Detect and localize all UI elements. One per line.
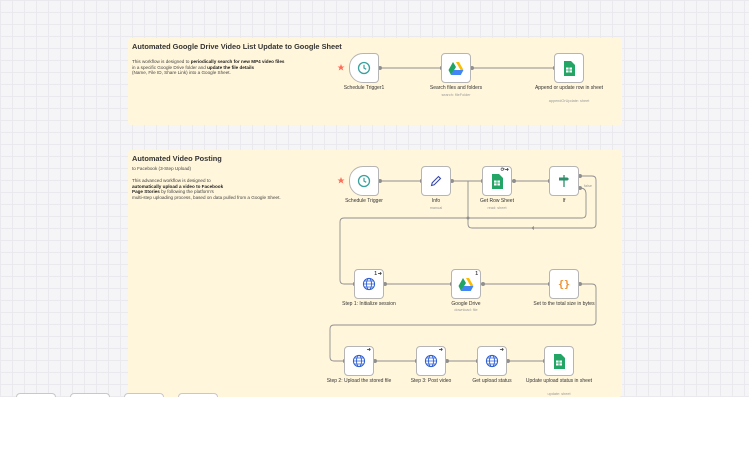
node-schedule-trigger[interactable]	[349, 166, 379, 196]
sticky-text-segment: automatically upload a video to Facebook	[132, 183, 224, 189]
sticky-text-line: This advanced workflow is designed to	[132, 178, 281, 184]
node-info[interactable]	[421, 166, 451, 196]
node-label: Google Drive	[451, 301, 481, 307]
node-append-row[interactable]	[554, 53, 584, 83]
node-label: Schedule Trigger1	[343, 85, 385, 91]
sticky-text-segment: update the file details	[207, 64, 255, 70]
sticky-text-line: (Name, File ID, Share Link) into a Googl…	[132, 70, 284, 76]
node-badge: 1	[374, 271, 377, 277]
globe-icon	[485, 354, 499, 368]
clock-icon	[357, 61, 371, 75]
node-if[interactable]	[549, 166, 579, 196]
arrow-icon: ➜	[438, 347, 443, 353]
node-update-upload-status[interactable]	[544, 346, 574, 376]
zoom-in-button[interactable]	[70, 393, 110, 397]
node-label: If	[562, 198, 566, 204]
globe-icon	[352, 354, 366, 368]
node-google-drive[interactable]: 1	[451, 269, 481, 299]
sticky-note-title: Automated Google Drive Video List Update…	[132, 42, 342, 51]
sticky-text-line: This workflow is designed to periodicall…	[132, 59, 284, 65]
node-get-row-sheet[interactable]: ⟳➜	[482, 166, 512, 196]
pencil-icon	[430, 175, 442, 187]
google-drive-icon	[458, 278, 474, 291]
node-label: Append or update row in sheet	[534, 85, 604, 91]
sticky-text-segment: periodically search for new MP4 video fi…	[190, 59, 285, 64]
arrow-icon: ➜	[377, 271, 382, 277]
node-badge: 1	[475, 271, 478, 277]
workflow-canvas[interactable]: Automated Google Drive Video List Update…	[0, 0, 749, 397]
node-subtitle: download: file	[454, 308, 478, 312]
signpost-icon	[559, 175, 569, 187]
sticky-note-title: Automated Video Posting	[132, 154, 222, 163]
node-subtitle: search: fileFolder	[441, 93, 471, 97]
node-subtitle: read: sheet	[487, 206, 507, 210]
google-sheets-icon	[564, 60, 575, 76]
node-label: Get Row Sheet	[480, 198, 514, 204]
sticky-text-segment: by following the platform's	[159, 189, 214, 195]
sticky-text-line: multi-step uploading process, based on d…	[132, 195, 281, 201]
node-schedule-trigger1[interactable]	[349, 53, 379, 83]
node-subtitle: update: sheet	[547, 392, 571, 396]
arrow-icon: ➜	[499, 347, 504, 353]
node-label: Get upload status	[472, 378, 512, 384]
node-get-upload-status[interactable]: ➜	[477, 346, 507, 376]
node-label: Step 1: Initialize session	[342, 301, 396, 307]
sticky-text-line: automatically upload a video to Facebook	[132, 184, 281, 190]
globe-icon	[362, 277, 376, 291]
node-label: Step 3: Post video	[410, 378, 452, 384]
if-false-label: false	[584, 184, 593, 188]
node-search-files[interactable]	[441, 53, 471, 83]
sticky-text-segment: (Name, File ID, Share Link) into a Googl…	[132, 70, 231, 76]
clock-icon	[357, 174, 371, 188]
google-sheets-icon	[554, 353, 565, 369]
sticky-text-segment: This workflow is designed to	[132, 59, 191, 64]
zoom-out-button[interactable]	[124, 393, 164, 397]
google-drive-icon	[448, 62, 464, 75]
node-label: Step 2: Upload the stored file	[326, 378, 392, 384]
node-subtitle: appendOrUpdate: sheet	[548, 99, 590, 103]
sticky-text-segment: Page Stories	[132, 189, 160, 195]
sticky-text-line: in a specific Google Drive folder and up…	[132, 65, 284, 71]
zoom-to-fit-button[interactable]	[16, 393, 56, 397]
connections-layer	[329, 64, 597, 363]
sticky-text-segment: in a specific Google Drive folder and	[132, 64, 208, 70]
google-sheets-icon	[492, 173, 503, 189]
node-label: Update upload status in sheet	[525, 378, 593, 384]
blank-area	[0, 397, 749, 450]
node-label: Search files and folders	[429, 85, 483, 91]
sticky-text-segment: multi-step uploading process, based on d…	[132, 194, 281, 200]
sticky-text-line: Page Stories by following the platform's	[132, 189, 281, 195]
node-label: Info	[431, 198, 441, 204]
braces-icon: {}	[558, 280, 570, 291]
node-subtitle: manual	[429, 206, 443, 210]
node-step3-post[interactable]: ➜	[416, 346, 446, 376]
node-label: Set to the total size in bytes	[533, 301, 595, 307]
reset-zoom-button[interactable]	[178, 393, 218, 397]
loop-icon: ⟳➜	[500, 167, 509, 173]
arrow-icon: ➜	[366, 347, 371, 353]
node-set-total-size[interactable]: {}	[549, 269, 579, 299]
node-step1-initialize[interactable]: 1 ➜	[354, 269, 384, 299]
sticky-note-body: This workflow is designed to periodicall…	[132, 59, 284, 76]
node-step2-upload[interactable]: ➜	[344, 346, 374, 376]
sticky-text-segment: This advanced workflow is designed to	[132, 178, 211, 183]
sticky-note-subtitle: to Facebook (3-Step Upload)	[132, 166, 191, 171]
node-label: Schedule Trigger	[345, 198, 383, 204]
svg-text:{}: {}	[558, 280, 570, 291]
globe-icon	[424, 354, 438, 368]
